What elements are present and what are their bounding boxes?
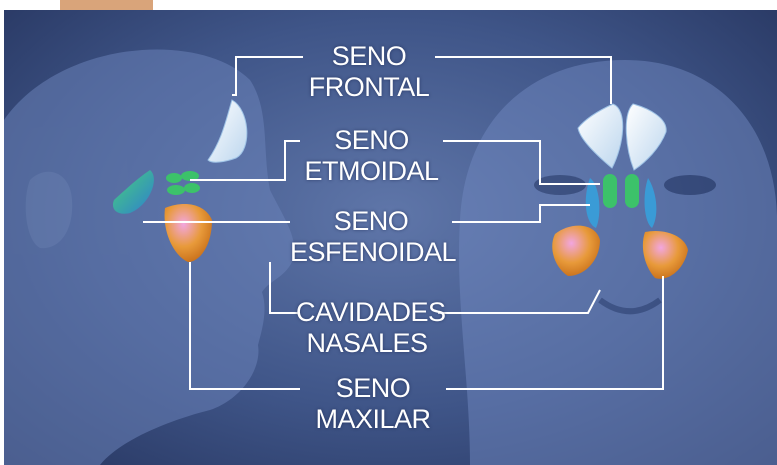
label-seno-esfenoidal: SENO ESFENOIDAL bbox=[290, 206, 452, 268]
label-cavidades-nasales: CAVIDADES NASALES bbox=[296, 297, 438, 359]
label-maxilar-line2: MAXILAR bbox=[300, 404, 446, 435]
label-frontal-line2: FRONTAL bbox=[305, 72, 433, 103]
profile-head bbox=[4, 49, 294, 465]
label-seno-maxilar: SENO MAXILAR bbox=[300, 373, 446, 435]
label-cavidades-line2: NASALES bbox=[296, 328, 438, 359]
label-seno-etmoidal: SENO ETMOIDAL bbox=[300, 125, 443, 187]
label-etmoidal-line1: SENO bbox=[300, 125, 443, 156]
label-etmoidal-line2: ETMOIDAL bbox=[300, 156, 443, 187]
label-seno-frontal: SENO FRONTAL bbox=[305, 41, 433, 103]
label-esfenoidal-line2: ESFENOIDAL bbox=[290, 237, 452, 268]
label-esfenoidal-line1: SENO bbox=[290, 206, 452, 237]
label-maxilar-line1: SENO bbox=[300, 373, 446, 404]
label-frontal-line1: SENO bbox=[305, 41, 433, 72]
label-cavidades-line1: CAVIDADES bbox=[296, 297, 438, 328]
